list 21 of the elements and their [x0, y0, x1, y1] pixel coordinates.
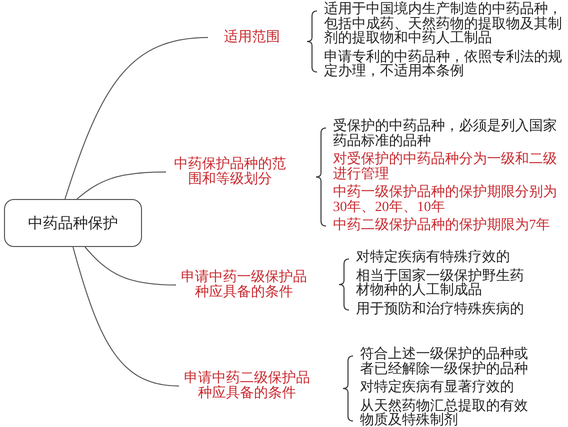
leaf-text: 相当于国家一级保护野生药材物种的人工制成品: [356, 270, 525, 298]
connector-curve: [76, 172, 166, 200]
leaf-text: 适用于中国境内生产制造的中药品种，包括中成药、天然药物的提取物及其制剂的提取物和中药人工制品: [324, 3, 562, 46]
leaf-text: 中药一级保护品种的保护期限分别为30年、20年、10年: [333, 186, 558, 215]
leaf-text: 用于预防和治疗特殊疾病的: [356, 302, 525, 317]
connector-curve: [84, 246, 176, 286]
connector-curve: [64, 37, 208, 200]
leaf-text: 申请专利的中药品种，依照专利法的规定办理，不适用本条例: [324, 50, 562, 80]
leaf-text: 对特定疾病有特殊疗效的: [356, 251, 511, 266]
leaf-text: 从天然药物汇总提取的有效物质及特殊制剂: [360, 400, 529, 427]
branch-label: 申请中药一级保护品种应具备的条件: [180, 270, 308, 300]
root-topic-box: 中药品种保护: [4, 199, 142, 247]
leaf-text: 受保护的中药品种，必须是列入国家药品标准的品种: [333, 120, 558, 149]
branch-label: 中药保护品种的范围和等级划分: [170, 157, 290, 187]
leaf-text: 中药二级保护品种的保护期限为7年: [333, 219, 551, 234]
connector-curve: [72, 246, 180, 386]
leaf-text: 符合上述一级保护的品种或者已经解除一级保护的品种: [360, 348, 529, 377]
leaf-text: 对特定疾病有显著疗效的: [360, 381, 515, 396]
branch-label: 申请中药二级保护品种应具备的条件: [183, 371, 311, 401]
branch-label: 适用范围: [212, 30, 292, 45]
leaf-text: 对受保护的中药品种分为一级和二级进行管理: [333, 153, 558, 182]
